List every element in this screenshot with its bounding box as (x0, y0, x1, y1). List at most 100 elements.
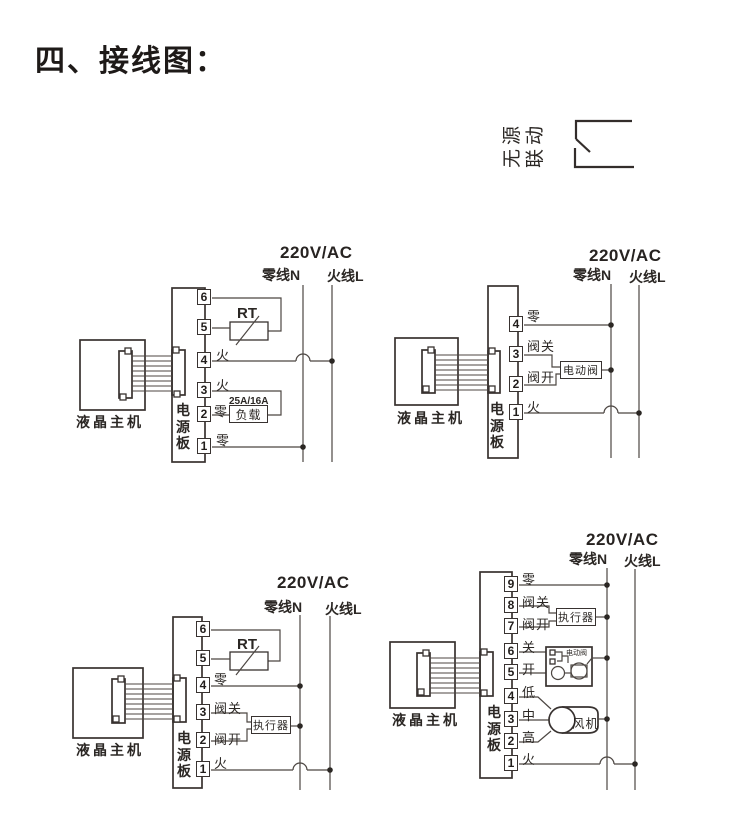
diagram4-terminal-6: 6 (504, 643, 518, 659)
diagram4-fan-symbol (548, 706, 599, 734)
diagram3-rt-label: RT (237, 636, 257, 653)
diagram2-crossover-hump (603, 405, 619, 414)
diagram4-graphics (389, 568, 638, 790)
diagram4-terminal-8-label: 阀关 (522, 595, 551, 610)
diagram2-ribbon-cable (435, 354, 488, 391)
diagram2-terminal-4: 4 (509, 316, 523, 332)
diagram3-voltage-label: 220V/AC (277, 573, 350, 592)
diagram1-crossover-hump (295, 353, 311, 362)
diagram3-live-label: 火线L (325, 601, 362, 617)
diagram4-ribbon-cable (430, 657, 480, 694)
diagram3-terminal-3: 3 (196, 704, 210, 720)
diagram4-terminal-8: 8 (504, 597, 518, 613)
diagram2-terminal-3-label: 阀关 (527, 339, 556, 354)
diagram4-actuator-box: 执行器 (556, 608, 596, 626)
diagram4-terminal-3-label: 中 (522, 708, 537, 723)
diagram1-terminal-6: 6 (197, 289, 211, 305)
diagram2-graphics (394, 284, 642, 459)
diagram1-host-label: 液晶主机 (76, 414, 144, 430)
diagram1-graphics (79, 285, 335, 463)
diagram3-crossover-hump (292, 762, 308, 771)
diagram2-voltage-label: 220V/AC (589, 246, 662, 265)
diagram4-motor-valve-symbol (545, 646, 593, 687)
diagram2-terminal-2-label: 阀开 (527, 370, 556, 385)
diagram4-host-box (389, 641, 456, 709)
diagram4-terminal-9: 9 (504, 576, 518, 592)
diagram1-terminal-3: 3 (197, 382, 211, 398)
diagram3-host-box (72, 667, 144, 739)
diagram3-terminal-1: 1 (196, 761, 210, 777)
diagram4-terminal-7: 7 (504, 618, 518, 634)
diagram1-terminal-2-label: 零 (214, 404, 229, 419)
diagram3-terminal-5: 5 (196, 650, 210, 666)
diagram1-load-rating: 25A/16A (229, 396, 269, 407)
diagram2-terminal-2: 2 (509, 376, 523, 392)
diagram2-board-label: 电源板 (490, 401, 504, 450)
diagram3-terminal-4-label: 零 (214, 672, 229, 687)
diagram4-terminal-9-label: 零 (522, 572, 537, 587)
diagram1-terminal-4-label: 火 (216, 348, 231, 363)
diagram3-graphics (72, 615, 333, 790)
diagram1-ribbon-cable (132, 355, 172, 392)
diagram3-ribbon-cable (125, 683, 173, 720)
diagram2-terminal-3: 3 (509, 346, 523, 362)
diagram2-neutral-label: 零线N (573, 267, 612, 283)
diagram4-terminal-5: 5 (504, 664, 518, 680)
diagram2-terminal-1-label: 火 (527, 400, 542, 415)
diagram4-terminal-7-label: 阀开 (522, 617, 551, 632)
diagram1-rt-thermistor (229, 321, 269, 341)
diagram3-rt-thermistor (229, 651, 269, 671)
dry-contact-switch-icon (573, 119, 634, 169)
diagram2-valve-box: 电动阀 (560, 361, 602, 379)
diagram2-terminal-1: 1 (509, 404, 523, 420)
diagram3-board-label: 电源板 (177, 730, 191, 779)
diagram3-terminal-2: 2 (196, 732, 210, 748)
diagram1-neutral-label: 零线N (262, 267, 301, 283)
diagram1-live-label: 火线L (327, 268, 364, 284)
diagram3-terminal-1-label: 火 (214, 756, 229, 771)
diagram4-crossover-hump (599, 756, 615, 765)
diagram1-board-label: 电源板 (176, 402, 190, 451)
diagram4-host-label: 液晶主机 (392, 712, 460, 728)
diagram4-terminal-1: 1 (504, 755, 518, 771)
diagram1-terminal-4: 4 (197, 352, 211, 368)
diagram3-terminal-4: 4 (196, 677, 210, 693)
diagram4-terminal-2: 2 (504, 733, 518, 749)
diagram2-terminal-4-label: 零 (527, 309, 542, 324)
diagram4-terminal-4: 4 (504, 688, 518, 704)
page-title: 四、接线图： (35, 45, 227, 78)
diagram4-valve-label: 电动阀 (566, 650, 587, 657)
diagram4-fan-label: 风机 (572, 717, 600, 731)
diagram3-neutral-label: 零线N (264, 599, 303, 615)
diagram4-terminal-3: 3 (504, 711, 518, 727)
diagram4-terminal-1-label: 火 (522, 752, 537, 767)
diagram1-load-box: 负载 (229, 405, 268, 423)
diagram3-terminal-6: 6 (196, 621, 210, 637)
diagram1-terminal-3-label: 火 (216, 378, 231, 393)
diagram4-live-label: 火线L (624, 553, 661, 569)
diagram4-terminal-5-label: 开 (522, 662, 537, 677)
diagram2-host-label: 液晶主机 (397, 410, 465, 426)
diagram1-board-connector (171, 349, 186, 396)
diagram3-actuator-box: 执行器 (251, 716, 291, 734)
diagram1-terminal-1: 1 (197, 438, 211, 454)
diagram1-terminal-1-label: 零 (216, 433, 231, 448)
diagram3-terminal-3-label: 阀关 (214, 701, 243, 716)
diagram3-terminal-2-label: 阀开 (214, 732, 243, 747)
diagram4-board-label: 电源板 (487, 704, 501, 753)
diagram1-voltage-label: 220V/AC (280, 243, 353, 262)
diagram3-host-label: 液晶主机 (76, 742, 144, 758)
diagram4-terminal-4-label: 低 (522, 685, 537, 700)
diagram2-host-box (394, 337, 459, 406)
diagram1-host-connector (118, 350, 133, 399)
diagram1-host-box (79, 339, 146, 411)
diagram4-terminal-6-label: 关 (522, 640, 537, 655)
diagram1-terminal-5: 5 (197, 319, 211, 335)
diagram1-rt-label: RT (237, 305, 257, 322)
diagram1-terminal-2: 2 (197, 406, 211, 422)
diagram4-terminal-2-label: 高 (522, 730, 537, 745)
diagram2-live-label: 火线L (629, 269, 666, 285)
diagram4-voltage-label: 220V/AC (586, 530, 659, 549)
